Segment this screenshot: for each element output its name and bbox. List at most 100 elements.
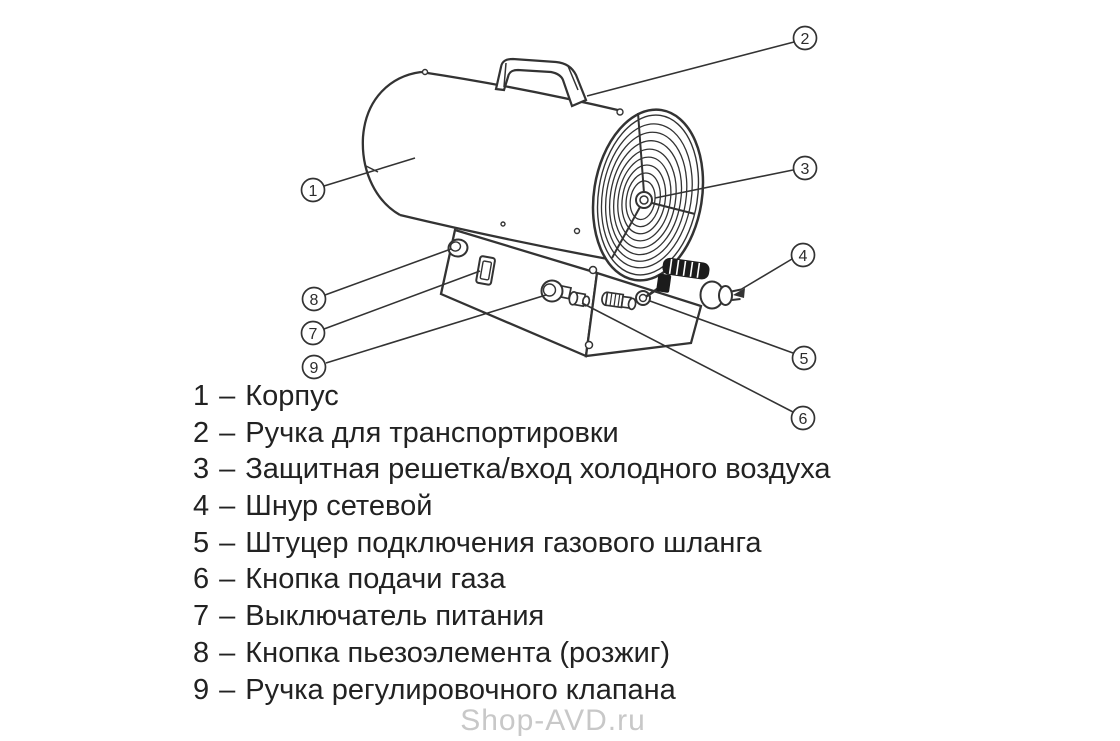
leader-line-5 <box>649 300 794 354</box>
legend-dash: – <box>219 380 236 412</box>
callout-4-number: 4 <box>799 248 808 265</box>
legend-number: 4 <box>193 490 210 523</box>
body-left-cap <box>361 70 422 217</box>
callout-1: 1 <box>300 177 326 203</box>
legend-label: Защитная решетка/вход холодного воздуха <box>245 453 831 486</box>
heater-body <box>361 68 623 261</box>
callout-6: 6 <box>790 405 816 431</box>
handle-edge <box>503 62 507 88</box>
callout-3-number: 3 <box>801 161 810 178</box>
grille-ring <box>608 140 683 256</box>
body-rivet <box>500 221 506 227</box>
grille-spoke <box>611 206 641 259</box>
fitting-tip <box>627 297 637 311</box>
grille-rim-screw <box>616 108 624 116</box>
legend-number: 9 <box>193 673 210 706</box>
grille-ring <box>604 131 688 262</box>
legend-item-8: 8–Кнопка пьезоэлемента (розжиг) <box>193 635 831 672</box>
legend-number: 3 <box>193 453 210 486</box>
legend-dash: – <box>219 416 236 449</box>
callout-markers: 1 2 3 4 5 6 7 <box>300 25 818 431</box>
piezo-button-center <box>449 241 462 252</box>
legend-item-3: 3–Защитная решетка/вход холодного воздух… <box>193 451 831 488</box>
legend-number: 8 <box>193 636 210 669</box>
callout-4-circle <box>790 242 816 268</box>
power-plug <box>699 280 742 310</box>
callout-7-circle <box>300 320 326 346</box>
legend-item-2: 2–Ручка для транспортировки <box>193 415 831 452</box>
gas-button <box>568 291 591 308</box>
handle-edge <box>567 65 579 91</box>
legend-dash: – <box>219 563 236 596</box>
cord-wrap <box>656 257 710 293</box>
base-screw <box>584 340 594 350</box>
legend-number: 2 <box>193 416 210 449</box>
legend-label: Выключатель питания <box>245 600 545 633</box>
grille-inner-rim <box>596 114 700 276</box>
gas-button-collar <box>568 291 579 306</box>
callout-8: 8 <box>301 286 327 312</box>
cord-bracket <box>656 273 672 293</box>
legend-label: Штуцер подключения газового шланга <box>245 526 762 559</box>
legend-item-7: 7–Выключатель питания <box>193 598 831 635</box>
grille-ring <box>625 172 661 228</box>
callout-6-circle <box>790 405 816 431</box>
callout-2: 2 <box>792 25 818 51</box>
legend-number: 7 <box>193 600 210 633</box>
fan-grille <box>591 108 705 282</box>
callout-1-circle <box>300 177 326 203</box>
body-rivet <box>573 227 581 235</box>
legend-label: Кнопка пьезоэлемента (розжиг) <box>245 636 671 669</box>
leader-line-4 <box>739 258 793 291</box>
callout-5-circle <box>791 345 817 371</box>
callout-5-number: 5 <box>800 351 809 368</box>
legend-dash: – <box>219 600 236 633</box>
grille-spoke <box>651 202 696 215</box>
base-screw <box>588 265 598 275</box>
grille-hub-bolt <box>639 195 649 205</box>
callout-8-circle <box>301 286 327 312</box>
legend-item-6: 6–Кнопка подачи газа <box>193 561 831 598</box>
legend-item-9: 9–Ручка регулировочного клапана <box>193 672 831 709</box>
leader-arrowhead-4 <box>733 288 745 298</box>
legend-dash: – <box>219 636 236 669</box>
grille-ring <box>613 148 677 249</box>
callout-8-number: 8 <box>310 292 319 309</box>
callout-3: 3 <box>792 155 818 181</box>
grille-spoke <box>637 112 645 194</box>
legend-item-1: 1–Корпус <box>193 378 831 415</box>
switch-rocker <box>479 260 493 281</box>
grille-ring <box>629 180 656 221</box>
legend-label: Шнур сетевой <box>245 490 433 523</box>
callout-1-number: 1 <box>309 183 318 200</box>
body-rivet <box>421 68 429 76</box>
parts-legend: 1–Корпус 2–Ручка для транспортировки 3–З… <box>193 378 831 708</box>
leader-line-2 <box>586 41 795 97</box>
grille-ring <box>621 164 667 235</box>
callout-5: 5 <box>791 345 817 371</box>
cord-wrap-ribs <box>668 258 701 278</box>
callout-4: 4 <box>790 242 816 268</box>
watermark: Shop-AVD.ru <box>460 704 646 737</box>
leader-line-1 <box>323 157 416 187</box>
legend-dash: – <box>219 490 236 523</box>
callout-9-number: 9 <box>310 360 319 377</box>
leader-line-3 <box>654 169 794 199</box>
callout-9: 9 <box>301 354 327 380</box>
legend-item-5: 5–Штуцер подключения газового шланга <box>193 525 831 562</box>
plug-face <box>718 285 733 306</box>
callout-6-number: 6 <box>799 411 808 428</box>
power-switch <box>475 255 496 286</box>
legend-label: Ручка регулировочного клапана <box>245 673 676 706</box>
legend-dash: – <box>219 526 236 559</box>
legend-item-4: 4–Шнур сетевой <box>193 488 831 525</box>
legend-dash: – <box>219 453 236 486</box>
legend-label: Ручка для транспортировки <box>245 416 619 449</box>
legend-dash: – <box>219 673 236 706</box>
grille-ring <box>617 156 672 242</box>
gas-hose-fitting <box>601 291 637 311</box>
legend-number: 1 <box>193 380 210 412</box>
leader-line-9 <box>325 294 547 364</box>
leader-line-7 <box>323 270 481 330</box>
